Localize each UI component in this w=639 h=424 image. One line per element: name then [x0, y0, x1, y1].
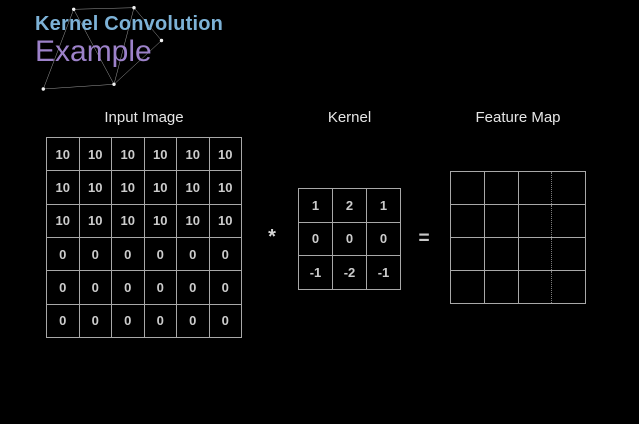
grid-cell: 0: [144, 304, 177, 339]
grid-cell: [484, 270, 519, 304]
convolution-operator: *: [268, 226, 276, 248]
grid-cell: 2: [332, 188, 367, 223]
grid-cell: 1: [298, 188, 333, 223]
grid-cell: 10: [176, 204, 210, 238]
grid-cell: [551, 171, 586, 205]
grid-cell: 10: [46, 137, 80, 172]
grid-cell: [450, 237, 485, 271]
grid-cell: 0: [144, 237, 177, 272]
grid-cell: 10: [144, 170, 177, 205]
grid-cell: 10: [79, 204, 112, 238]
grid-cell: 10: [209, 170, 242, 205]
grid-cell: 0: [111, 304, 145, 339]
grid-cell: -2: [332, 255, 367, 290]
grid-cell: 10: [176, 137, 210, 172]
grid-cell: 0: [176, 237, 210, 272]
grid-cell: 0: [209, 270, 242, 305]
grid-cell: 10: [111, 204, 145, 238]
grid-cell: 0: [46, 304, 80, 339]
grid-cell: [484, 237, 519, 271]
network-decoration: [41, 6, 164, 91]
grid-cell: 0: [209, 237, 242, 272]
grid-cell: 0: [111, 270, 145, 305]
input-image-label: Input Image: [104, 109, 184, 126]
grid-cell: [518, 204, 553, 238]
grid-cell: -1: [366, 255, 401, 290]
grid-cell: [484, 204, 519, 238]
grid-cell: [518, 237, 553, 271]
grid-cell: [484, 171, 519, 205]
grid-cell: 0: [144, 270, 177, 305]
kernel-label: Kernel: [327, 109, 372, 126]
slide-subtitle: Example: [35, 35, 152, 68]
slide-title: Kernel Convolution: [35, 13, 224, 35]
grid-cell: 10: [176, 170, 210, 205]
grid-cell: 0: [209, 304, 242, 339]
grid-cell: 0: [366, 222, 401, 257]
grid-cell: 10: [79, 137, 112, 172]
grid-cell: [551, 270, 586, 304]
grid-row: [450, 270, 586, 304]
grid-cell: 10: [111, 137, 145, 172]
grid-cell: -1: [298, 255, 333, 290]
grid-cell: [551, 204, 586, 238]
grid-cell: 10: [111, 170, 145, 205]
feature-map-grid: [450, 171, 586, 304]
grid-cell: [518, 270, 553, 304]
grid-row: -1-2-1: [298, 255, 401, 290]
grid-cell: [450, 204, 485, 238]
network-nodes: [41, 6, 164, 91]
grid-cell: 0: [298, 222, 333, 257]
grid-cell: 0: [79, 237, 112, 272]
feature-map-label: Feature Map: [475, 109, 561, 126]
grid-cell: 10: [46, 204, 80, 238]
grid-cell: 10: [144, 204, 177, 238]
grid-cell: 0: [176, 270, 210, 305]
grid-cell: 10: [46, 170, 80, 205]
grid-row: [450, 171, 586, 205]
network-edges: [43, 7, 162, 90]
grid-cell: 10: [209, 137, 242, 172]
grid-cell: [551, 237, 586, 271]
grid-cell: 10: [79, 170, 112, 205]
equals-sign: =: [418, 228, 430, 249]
grid-cell: 0: [176, 304, 210, 339]
grid-cell: 0: [332, 222, 367, 257]
grid-cell: 0: [79, 304, 112, 339]
title-block: Kernel Convolution Example: [35, 12, 223, 67]
grid-cell: 1: [366, 188, 401, 223]
grid-cell: 0: [79, 270, 112, 305]
grid-cell: 0: [46, 270, 80, 305]
grid-cell: 0: [111, 237, 145, 272]
grid-cell: 10: [144, 137, 177, 172]
grid-row: [450, 237, 586, 271]
grid-cell: [450, 270, 485, 304]
grid-cell: 0: [46, 237, 80, 272]
grid-cell: [518, 171, 553, 205]
grid-cell: 10: [209, 204, 242, 238]
grid-row: [450, 204, 586, 238]
grid-cell: [450, 171, 485, 205]
